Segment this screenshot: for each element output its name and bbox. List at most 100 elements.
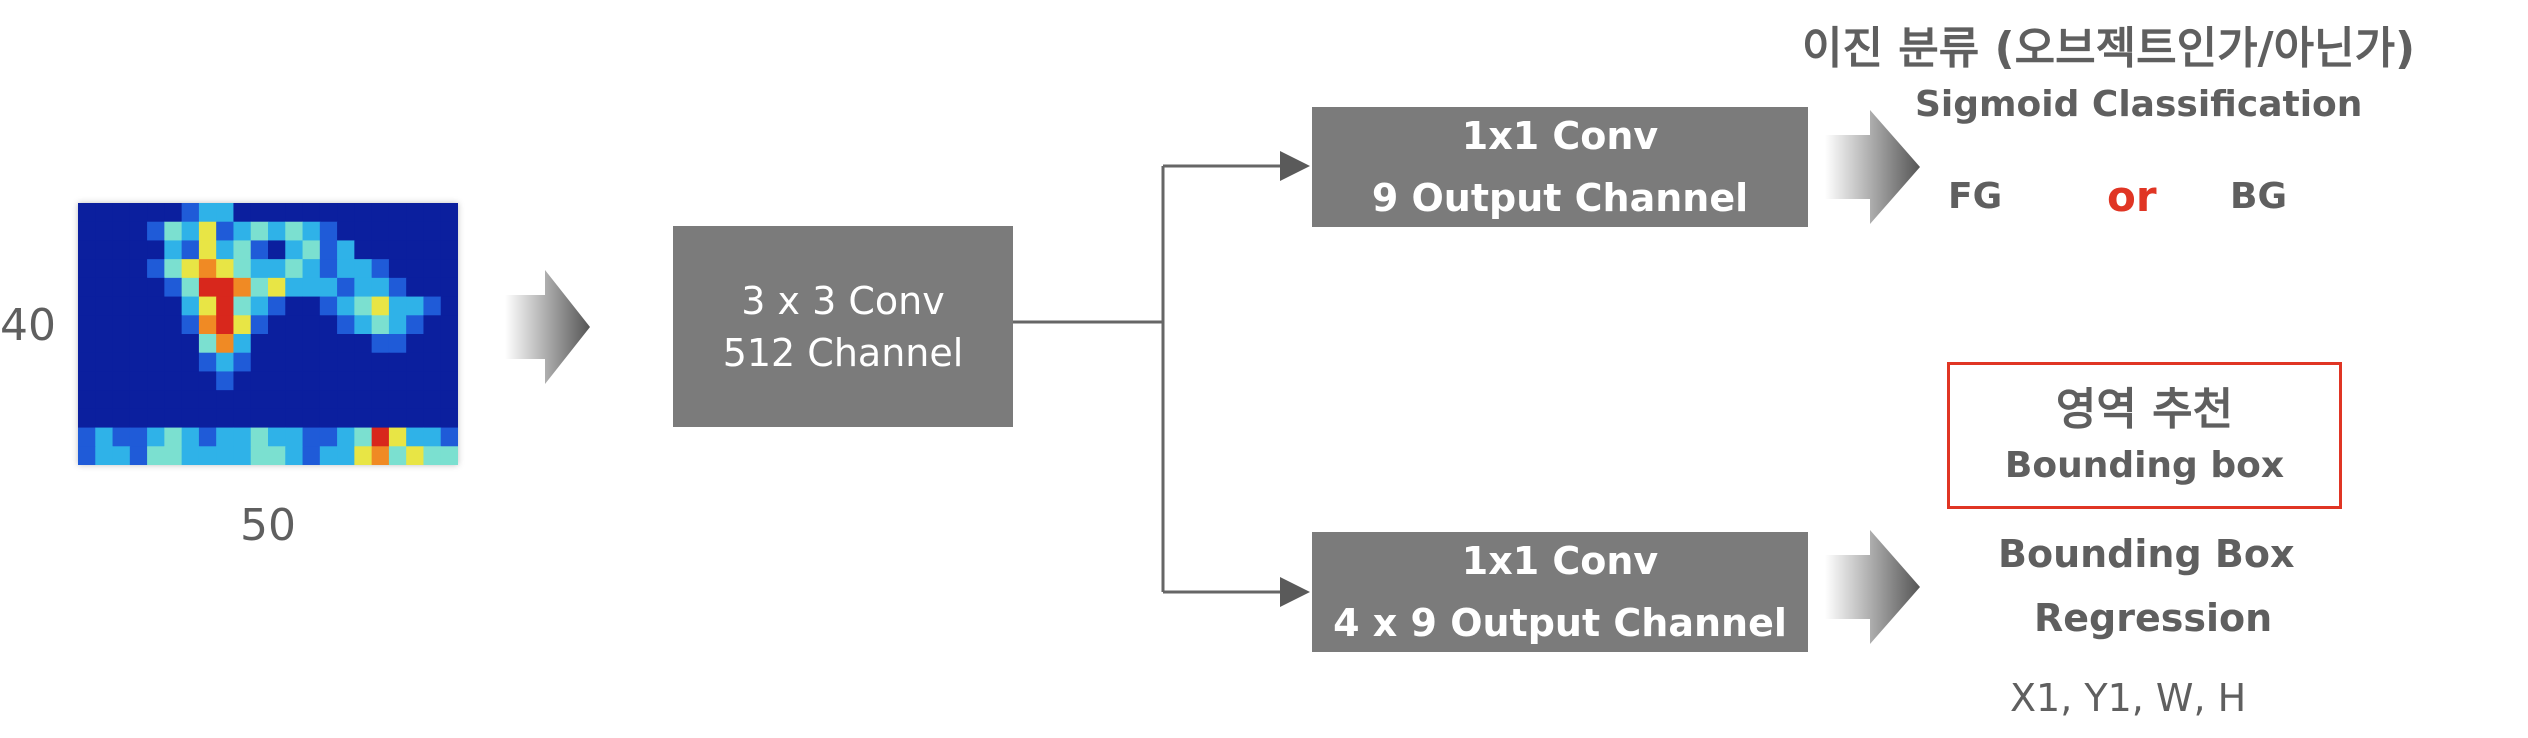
heatmap-cell [371,427,390,447]
heatmap-cell [78,390,96,410]
heatmap-cell [354,371,373,391]
heatmap-cell [129,446,148,466]
heatmap-cell [406,315,424,335]
heatmap-cell [216,203,234,223]
heatmap-cell [147,259,165,279]
heatmap-cell [95,203,114,223]
heatmap-cell [285,203,304,223]
heatmap-cell [129,259,148,279]
heatmap-cell [371,390,390,410]
heatmap-cell [129,427,148,447]
heatmap-cell [440,371,459,391]
heatmap-cell [95,390,114,410]
heatmap-cell [371,259,390,279]
heatmap-cell [268,315,286,335]
heatmap-cell [371,446,390,466]
heatmap-cell [285,408,304,429]
heatmap-cell [181,221,200,241]
heatmap-cell [406,277,424,298]
heatmap-cell [216,221,234,241]
heatmap-cell [198,427,217,447]
heatmap-cell [181,352,200,372]
heatmap-cell [337,315,355,335]
heatmap-cell [216,296,234,316]
heatmap-cell [337,259,355,279]
input-arrow [505,270,590,384]
heatmap-cell [319,446,338,466]
heatmap-cell [285,296,304,316]
heatmap-cell [233,427,252,447]
heatmap-cell [78,334,96,354]
heatmap-cell [198,371,217,391]
heatmap-cell [423,315,442,335]
heatmap-cell [440,240,459,260]
heatmap-cell [406,352,424,372]
region-proposal-subtitle: Bounding box [2004,444,2285,486]
heatmap-cell [78,221,96,241]
heatmap-cell [337,446,355,466]
heatmap-cell [423,334,442,354]
heatmap-cell [285,427,304,447]
heatmap-cell [164,259,183,279]
heatmap-cell [285,259,304,279]
heatmap-cell [216,315,234,335]
heatmap-cell [388,390,407,410]
heatmap-cell [406,334,424,354]
heatmap-cell [268,296,286,316]
heatmap-cell [302,390,321,410]
heatmap-cell [181,296,200,316]
cls-output-arrow [1825,110,1920,224]
conv3x3-line1: 3 x 3 Conv [741,278,945,323]
heatmap-cell [129,203,148,223]
heatmap-cell [78,296,96,316]
heatmap-cell [406,203,424,223]
heatmap-cell [268,427,286,447]
heatmap-cell [388,221,407,241]
heatmap-cell [319,203,338,223]
heatmap-cell [337,296,355,316]
heatmap-cell [423,259,442,279]
heatmap-cell [129,296,148,316]
heatmap-cell [233,221,252,241]
heatmap-cell [302,352,321,372]
heatmap-cell [233,240,252,260]
heatmap-cell [423,352,442,372]
heatmap-cell [164,334,183,354]
reg-output-arrow [1825,530,1920,644]
heatmap-cell [129,390,148,410]
heatmap-cell [198,334,217,354]
heatmap-cell [388,259,407,279]
feature-map-heatmap [78,203,459,466]
heatmap-cell [285,315,304,335]
heatmap-cell [406,427,424,447]
heatmap-cell [250,259,269,279]
heatmap-cell [440,427,459,447]
heatmap-cell [181,315,200,335]
heatmap-cell [216,240,234,260]
heatmap-cell [337,334,355,354]
heatmap-cell [337,427,355,447]
heatmap-svg [78,203,459,466]
heatmap-cell [233,296,252,316]
feature-map-height-label: 40 [0,300,56,351]
heatmap-cell [423,277,442,298]
heatmap-cell [371,315,390,335]
heatmap-cell [78,259,96,279]
heatmap-cell [95,315,114,335]
heatmap-cell [147,221,165,241]
heatmap-cell [406,296,424,316]
heatmap-cell [233,390,252,410]
heatmap-cell [388,315,407,335]
bbox-regression-line1: Bounding Box [1998,532,2295,576]
cls-subtitle: Sigmoid Classification [1915,84,2363,125]
heatmap-cell [337,277,355,298]
cls-conv-box: 1x1 Conv 9 Output Channel [1312,107,1808,227]
heatmap-cell [354,277,373,298]
heatmap-cell [423,408,442,429]
heatmap-cell [216,277,234,298]
heatmap-cell [302,277,321,298]
heatmap-cell [147,408,165,429]
heatmap-cell [268,240,286,260]
heatmap-cell [250,371,269,391]
